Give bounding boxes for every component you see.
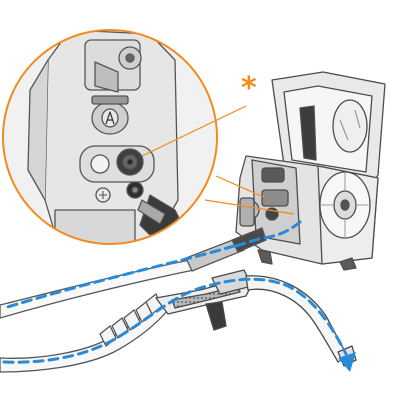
callout-leader-lines bbox=[141, 105, 295, 215]
leader-to-connector bbox=[204, 199, 295, 215]
arrow-head-icon bbox=[338, 352, 356, 372]
zoom-circle-border bbox=[2, 29, 218, 245]
zoom-detail-circle bbox=[2, 29, 218, 245]
flow-lower-hose bbox=[2, 277, 348, 364]
flow-upper-hose bbox=[2, 244, 236, 310]
torch-neck bbox=[245, 275, 349, 363]
asterisk-icon: * bbox=[241, 71, 257, 106]
lid-spool-window bbox=[332, 99, 368, 153]
leader-to-machine bbox=[215, 175, 267, 199]
torch-trigger bbox=[205, 301, 227, 331]
lid-label-plate bbox=[299, 105, 317, 161]
leader-to-marker bbox=[141, 105, 247, 157]
wire-flow-path bbox=[2, 220, 348, 364]
feed-roller-mid bbox=[261, 189, 289, 207]
welding-machine bbox=[235, 71, 386, 271]
feed-roller-top bbox=[261, 167, 285, 183]
flow-through-machine bbox=[234, 220, 302, 248]
zoom-socket-left bbox=[90, 154, 110, 174]
